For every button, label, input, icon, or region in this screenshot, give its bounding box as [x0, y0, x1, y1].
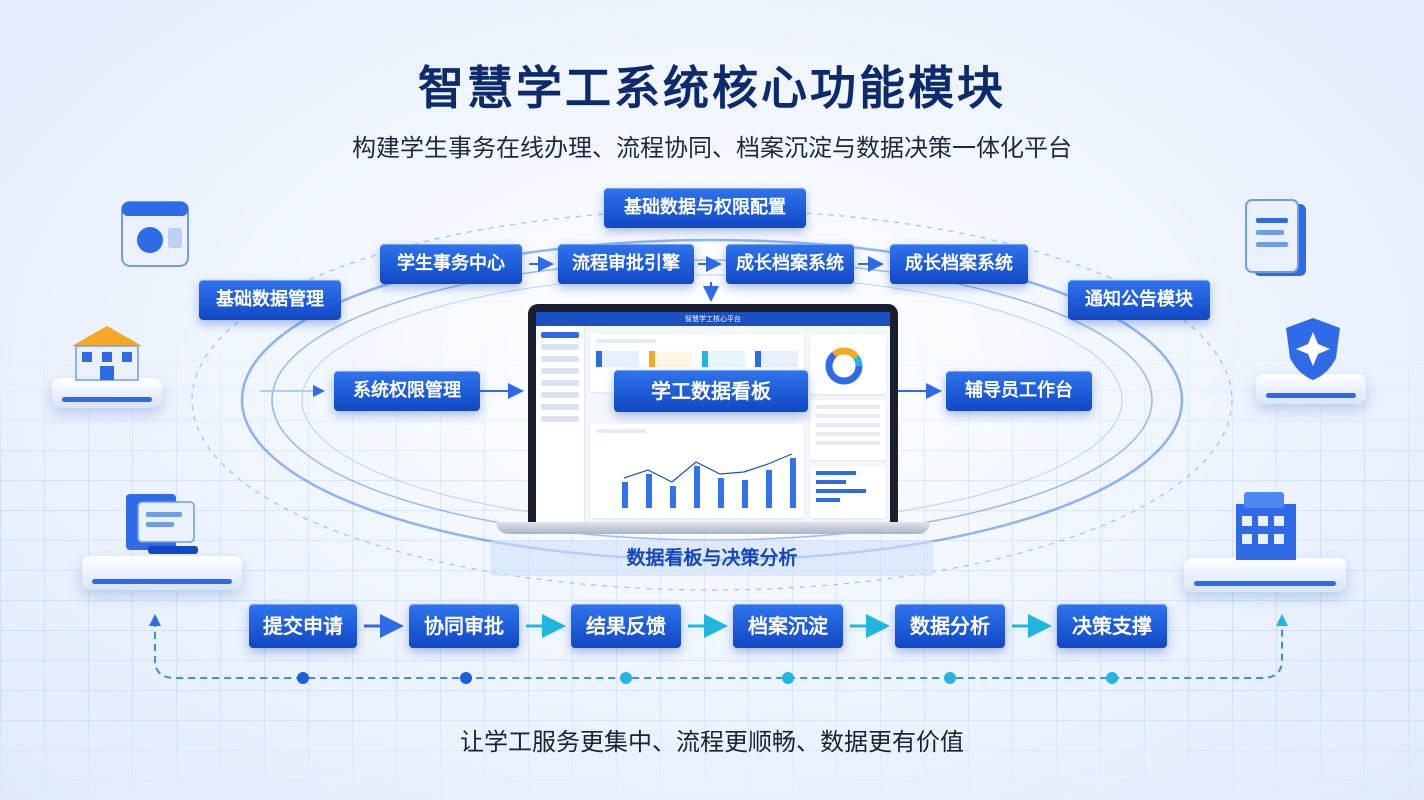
- monitor-form-icon: [126, 494, 198, 554]
- platform-left-top: [52, 378, 162, 408]
- screen-table-card: [810, 400, 886, 460]
- module-notice: 通知公告模块: [1068, 280, 1210, 320]
- flow-step-submit: 提交申请: [249, 604, 357, 648]
- module-permission: 系统权限管理: [334, 371, 480, 411]
- platform-left-bottom: [82, 556, 242, 590]
- screen-title: 智慧学工核心平台: [536, 312, 890, 326]
- module-growth-archive-b: 成长档案系统: [890, 244, 1028, 284]
- module-approval-engine: 流程审批引擎: [558, 244, 694, 284]
- flow-step-decision: 决策支撑: [1057, 604, 1167, 648]
- dashboard-label: 学工数据看板: [614, 370, 808, 412]
- flow-step-analysis: 数据分析: [895, 604, 1005, 648]
- document-icon: [1245, 199, 1306, 276]
- screen-sidebar: [536, 326, 585, 522]
- flow-step-archive: 档案沉淀: [733, 604, 843, 648]
- shield-icon: [1286, 318, 1340, 380]
- school-building-icon: [72, 326, 142, 381]
- flow-step-feedback: 结果反馈: [571, 604, 681, 648]
- page-title: 智慧学工系统核心功能模块: [418, 61, 1006, 115]
- laptop-dashboard: 智慧学工核心平台: [528, 304, 898, 522]
- platform-right-bottom: [1184, 558, 1346, 592]
- dashboard-screen: 智慧学工核心平台: [536, 312, 890, 522]
- module-config: 基础数据与权限配置: [604, 188, 806, 228]
- module-student-affairs: 学生事务中心: [380, 244, 522, 284]
- screen-donut-card: [810, 334, 886, 394]
- laptop-base: [496, 522, 930, 534]
- module-base-data: 基础数据管理: [199, 280, 341, 320]
- module-growth-archive-a: 成长档案系统: [726, 244, 854, 284]
- page-subtitle: 构建学生事务在线办理、流程协同、档案沉淀与数据决策一体化平台: [352, 134, 1072, 162]
- flow-step-approve: 协同审批: [409, 604, 519, 648]
- screen-bar-chart: [590, 424, 804, 518]
- screen-progress-card: [810, 466, 886, 518]
- dashboard-caption: 数据看板与决策分析: [626, 547, 798, 569]
- tagline: 让学工服务更集中、流程更顺畅、数据更有价值: [460, 728, 964, 756]
- window-app-icon: [121, 201, 189, 267]
- module-counselor: 辅导员工作台: [946, 371, 1092, 411]
- office-building-icon: [1236, 492, 1296, 560]
